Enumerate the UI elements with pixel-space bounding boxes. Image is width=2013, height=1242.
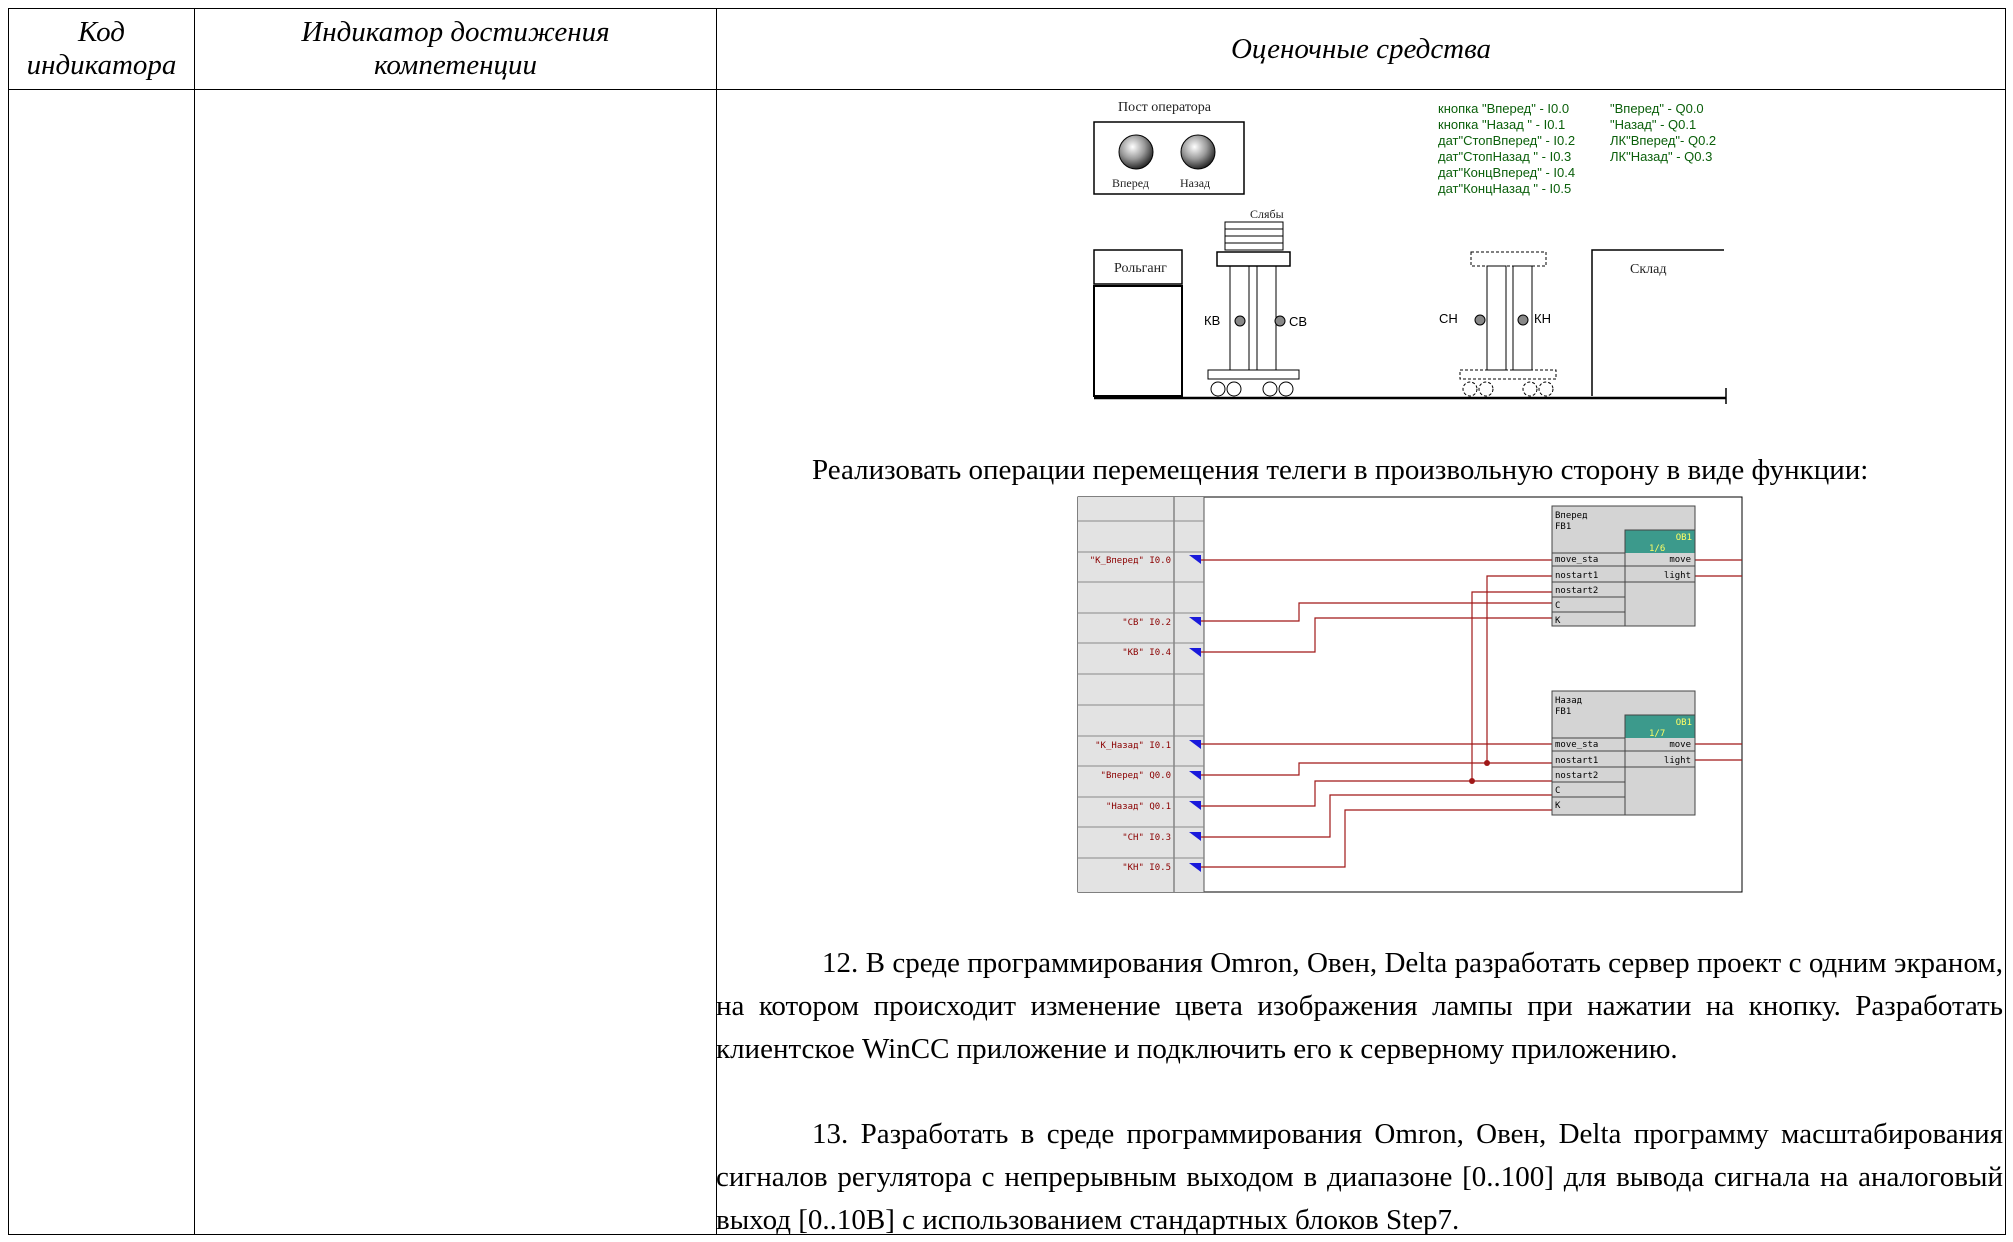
svg-text:C: C bbox=[1555, 786, 1560, 796]
svg-text:K: K bbox=[1555, 616, 1561, 626]
svg-text:Вперед: Вперед bbox=[1555, 511, 1588, 521]
task-text: Реализовать операции перемещения телеги … bbox=[812, 454, 1869, 486]
svg-text:move: move bbox=[1669, 555, 1691, 565]
back-lamp-icon bbox=[1180, 134, 1216, 170]
kv-sensor-label: КВ bbox=[1204, 313, 1220, 328]
roller-table-body bbox=[1093, 285, 1183, 397]
svg-text:кнопка "Вперед" - I0.0: кнопка "Вперед" - I0.0 bbox=[1438, 101, 1569, 116]
svg-text:OB1: OB1 bbox=[1676, 718, 1692, 728]
signal-label: "Вперед" Q0.0 bbox=[1101, 771, 1171, 781]
task-body: В среде программирования Omron, Овен, De… bbox=[716, 947, 2004, 1065]
fbd-row-lines bbox=[1078, 520, 1204, 859]
svg-text:ЛК"Вперед"- Q0.2: ЛК"Вперед"- Q0.2 bbox=[1610, 133, 1716, 148]
svg-text:дат"СтопНазад " - I0.3: дат"СтопНазад " - I0.3 bbox=[1438, 149, 1571, 164]
svg-text:OB1: OB1 bbox=[1676, 533, 1692, 543]
task-paragraph-12: 12. В среде программирования Omron, Овен… bbox=[716, 942, 2003, 1071]
svg-text:K: K bbox=[1555, 801, 1561, 811]
forward-button-label: Вперед bbox=[1112, 176, 1149, 190]
svg-text:C: C bbox=[1555, 601, 1560, 611]
output-signal-list: "Вперед" - Q0.0 "Назад" - Q0.1 ЛК"Вперед… bbox=[1610, 101, 1716, 164]
kn-sensor-icon bbox=[1517, 314, 1529, 326]
svg-text:дат"СтопВперед" - I0.2: дат"СтопВперед" - I0.2 bbox=[1438, 133, 1575, 148]
svg-text:дат"КонцНазад " - I0.5: дат"КонцНазад " - I0.5 bbox=[1438, 181, 1571, 196]
svg-text:nostart2: nostart2 bbox=[1555, 586, 1598, 596]
header-divider bbox=[9, 89, 2005, 90]
slabs-label: Слябы bbox=[1250, 207, 1284, 221]
svg-text:кнопка "Назад " - I0.1: кнопка "Назад " - I0.1 bbox=[1438, 117, 1565, 132]
svg-text:"Назад" - Q0.1: "Назад" - Q0.1 bbox=[1610, 117, 1696, 132]
fbd-diagram: "К_Вперед" I0.0 "СВ" I0.2 "КВ" I0.4 "К_Н… bbox=[1077, 496, 1743, 893]
svg-text:nostart2: nostart2 bbox=[1555, 771, 1598, 781]
kv-sensor-icon bbox=[1234, 315, 1246, 327]
svg-text:Назад: Назад bbox=[1555, 696, 1582, 706]
svg-text:move: move bbox=[1669, 740, 1691, 750]
signal-label: "КВ" I0.4 bbox=[1122, 648, 1171, 658]
svg-text:FB1: FB1 bbox=[1555, 707, 1571, 717]
back-button-label: Назад bbox=[1180, 176, 1210, 190]
operator-post-label: Пост оператора bbox=[1118, 100, 1212, 115]
svg-text:light: light bbox=[1664, 571, 1691, 581]
svg-text:1/6: 1/6 bbox=[1649, 544, 1665, 554]
connector-markers bbox=[1189, 555, 1201, 872]
sv-sensor-icon bbox=[1274, 315, 1286, 327]
sv-sensor-label: СВ bbox=[1289, 314, 1307, 329]
column-divider bbox=[194, 9, 195, 1234]
signal-label: "КН" I0.5 bbox=[1122, 863, 1171, 873]
wire-junction bbox=[1484, 760, 1490, 766]
cart-layout-diagram: Пост оператора Вперед Назад кнопка "Впер… bbox=[1093, 100, 1727, 404]
task-number: 12. bbox=[822, 947, 859, 979]
svg-text:FB1: FB1 bbox=[1555, 522, 1571, 532]
svg-text:ЛК"Назад" - Q0.3: ЛК"Назад" - Q0.3 bbox=[1610, 149, 1712, 164]
fb-block-forward: Вперед FB1 OB1 1/6 move_sta nostart1 nos… bbox=[1551, 505, 1696, 627]
svg-text:move_sta: move_sta bbox=[1555, 555, 1598, 565]
svg-text:nostart1: nostart1 bbox=[1555, 756, 1598, 766]
svg-text:nostart1: nostart1 bbox=[1555, 571, 1598, 581]
warehouse-outline bbox=[1591, 249, 1724, 396]
signal-label: "К_Назад" I0.1 bbox=[1095, 741, 1171, 751]
warehouse-label: Склад bbox=[1630, 262, 1666, 277]
task-body: Разработать в среде программирования Omr… bbox=[716, 1118, 2004, 1236]
fbd-signal-column bbox=[1078, 497, 1204, 892]
svg-text:1/7: 1/7 bbox=[1649, 729, 1665, 739]
signal-label: "Назад" Q0.1 bbox=[1106, 802, 1171, 812]
fbd-wires bbox=[1201, 559, 1742, 868]
fb-block-back: Назад FB1 OB1 1/7 move_sta nostart1 nost… bbox=[1551, 690, 1696, 816]
sn-sensor-label: СН bbox=[1439, 311, 1458, 326]
svg-text:move_sta: move_sta bbox=[1555, 740, 1598, 750]
wire-junction bbox=[1469, 778, 1475, 784]
task-paragraph-13: 13. Разработать в среде программирования… bbox=[716, 1113, 2003, 1242]
slabs-stack bbox=[1224, 221, 1284, 251]
forward-lamp-icon bbox=[1118, 134, 1154, 170]
signal-label: "СН" I0.3 bbox=[1122, 833, 1171, 843]
operator-post-box bbox=[1093, 121, 1245, 195]
kn-sensor-label: КН bbox=[1534, 311, 1551, 326]
roller-table-label: Рольганг bbox=[1114, 261, 1167, 276]
sn-sensor-icon bbox=[1474, 314, 1486, 326]
cart-forward bbox=[1207, 251, 1300, 397]
svg-text:light: light bbox=[1664, 756, 1691, 766]
svg-text:"Вперед" - Q0.0: "Вперед" - Q0.0 bbox=[1610, 101, 1704, 116]
task-number: 13. bbox=[812, 1118, 849, 1150]
header-tools: Оценочные средства bbox=[1230, 32, 1492, 65]
column-divider bbox=[716, 9, 717, 1234]
input-signal-list: кнопка "Вперед" - I0.0 кнопка "Назад " -… bbox=[1438, 101, 1575, 196]
signal-label: "СВ" I0.2 bbox=[1122, 618, 1171, 628]
signal-label: "К_Вперед" I0.0 bbox=[1090, 556, 1171, 566]
roller-table-top bbox=[1093, 249, 1183, 285]
svg-text:дат"КонцВперед" - I0.4: дат"КонцВперед" - I0.4 bbox=[1438, 165, 1575, 180]
cart-back bbox=[1459, 251, 1557, 397]
